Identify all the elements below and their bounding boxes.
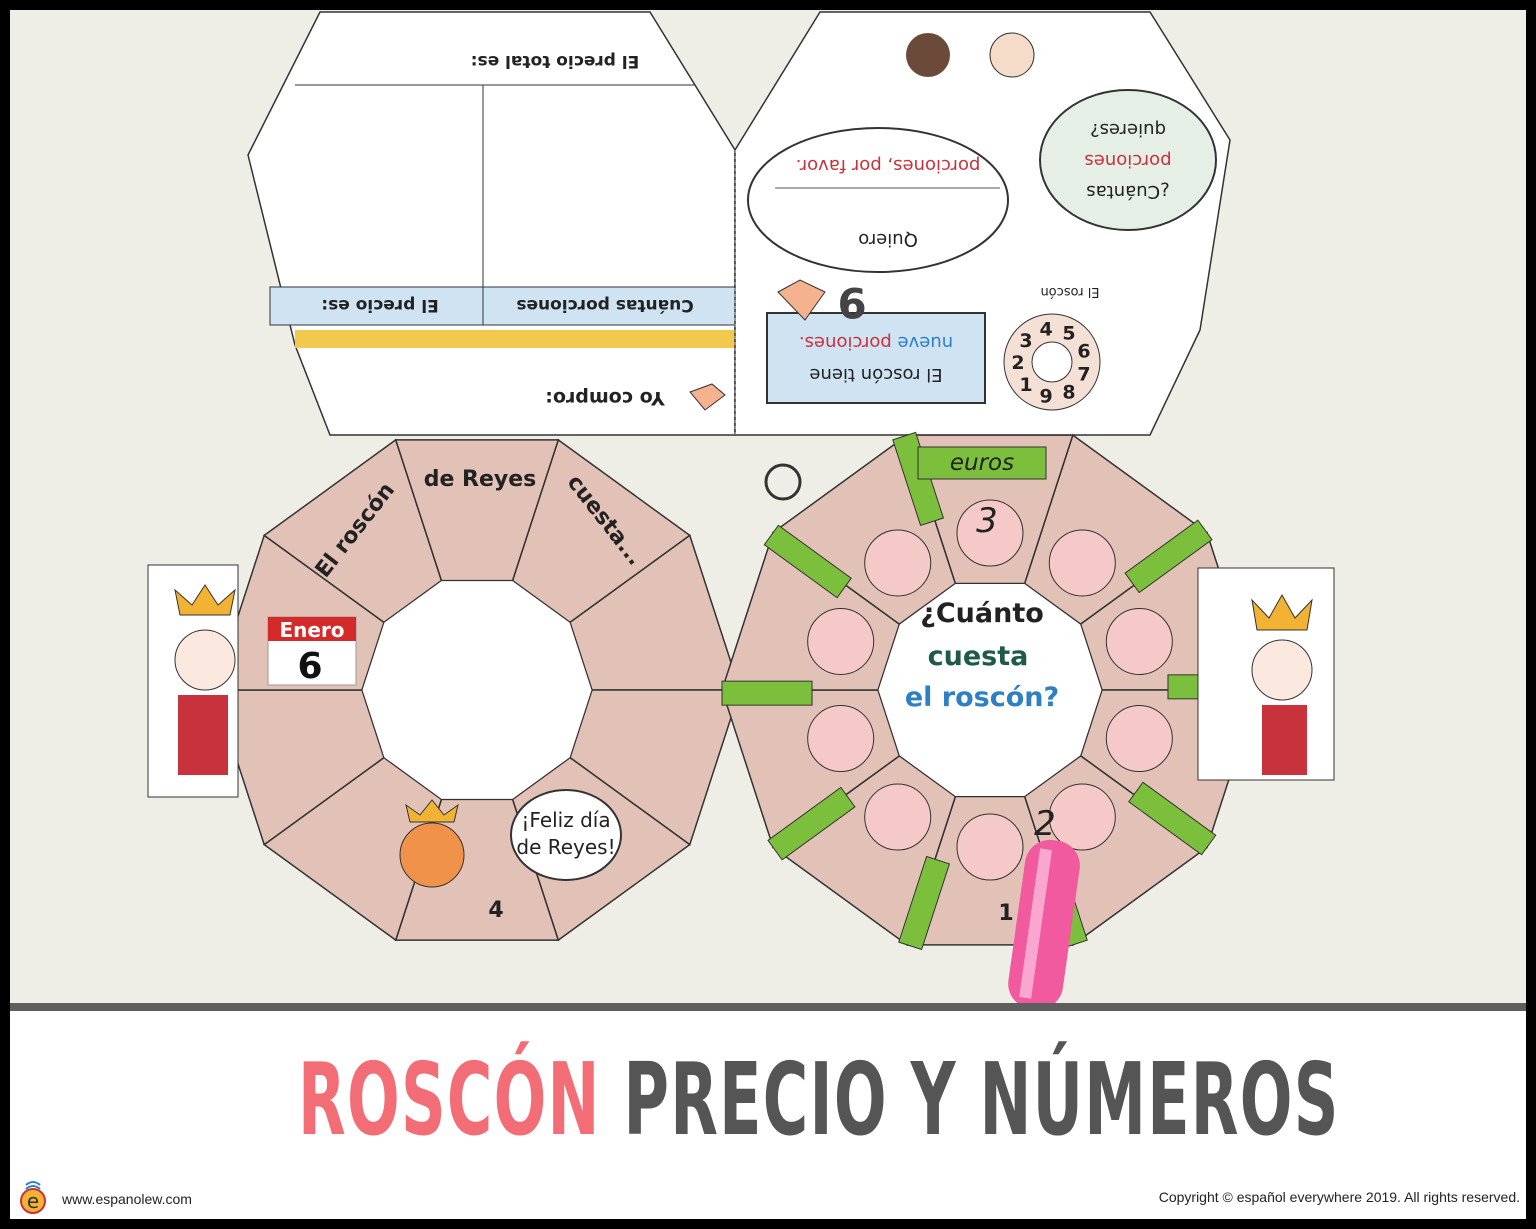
wheel-number: 4 [1039,319,1052,341]
website-link[interactable]: www.espanolew.com [62,1191,192,1207]
wheel-number: 5 [1062,323,1075,345]
wheel-number: 7 [1077,364,1090,386]
number-ball [864,783,932,851]
euro-note [763,524,852,599]
number-bottom: 2 [1034,804,1056,844]
has-line2-b: porciones. [799,332,892,353]
segment-de-reyes: de Reyes [424,467,537,492]
wheel-number: 9 [1039,385,1052,407]
wheel-number: 8 [1062,381,1075,403]
title-banner: ROSCÓN PRECIO Y NÚMEROS e www.espanolew.… [10,1011,1526,1219]
number-ball [807,607,875,675]
cake-slice-icon [777,279,826,321]
roscon-small-label: El roscón [1040,284,1099,299]
i-buy-label: Yo compro: [545,387,665,409]
character-icon [906,33,950,77]
has-line2-a: nueve [898,332,954,353]
number-ball [1048,783,1116,851]
copyright-text: Copyright © español everywhere 2019. All… [1158,1189,1520,1205]
wheel-number: 6 [1077,340,1090,362]
has-line1: El roscón tiene [809,364,942,385]
euro-note [721,680,813,706]
number-ball [1105,607,1173,675]
calendar-month: Enero [279,618,344,642]
page-number-4: 4 [488,898,503,923]
euros-banner [917,446,1047,480]
wheel-number: 3 [1019,330,1032,352]
calendar-icon: Enero 6 [267,616,357,687]
number-ball [807,705,875,773]
wheel-number: 1 [1019,374,1032,396]
speech-line1: ¡Feliz día [521,808,610,832]
how-many-portions-label: Cuántas porciones [516,295,693,315]
page-title: ROSCÓN PRECIO Y NÚMEROS [298,1041,1338,1158]
number-top: 3 [976,501,998,541]
top-left-panel: El precio total es: Cuántas porciones El… [247,11,736,436]
calendar-day: 6 [297,646,322,687]
number-ball [956,813,1024,881]
crown-icon [174,584,236,616]
center-line2: cuesta [928,641,1029,672]
number-ball [864,529,932,597]
craft-photo: El precio total es: Cuántas porciones El… [10,10,1526,1010]
has-line2: nueve porciones. [799,332,953,353]
top-right-panel: porciones, por favor. Quiero quieres? po… [734,11,1231,436]
big-number: 9 [837,278,866,327]
euros-label: euros [950,450,1014,476]
svg-text:e: e [27,1189,39,1213]
wheel-center [361,580,593,800]
crown-icon [405,799,459,823]
number-ball [1048,529,1116,597]
euro-note [898,855,951,951]
number-ball [1105,705,1173,773]
wheel-center [877,582,1103,798]
speech-bubble [747,127,1009,273]
espanol-everywhere-logo-icon: e [20,1181,46,1214]
want-label: Quiero [858,229,918,250]
page-number-1: 1 [998,901,1013,926]
price-label: El precio es: [321,295,438,315]
euro-note [767,786,856,861]
speech-line2: de Reyes! [516,835,615,859]
left-wheel [212,438,742,942]
total-price-label: El precio total es: [471,51,640,71]
center-line1: ¿Cuánto [920,598,1044,629]
question-bubble [1039,89,1217,231]
center-line3: el roscón? [905,682,1059,713]
title-rest: PRECIO Y NÚMEROS [623,1041,1340,1158]
question-line1: ¿Cuántas [1086,181,1169,202]
title-accent: ROSCÓN [298,1041,601,1158]
euro-note [1124,519,1213,594]
mascot-icon [399,822,465,888]
wheel-number: 2 [1011,352,1024,374]
divider-bar [10,1003,1526,1011]
number-ball [956,499,1024,567]
character-icon [989,32,1035,78]
euro-note [1128,781,1217,856]
crown-icon [1251,593,1313,631]
pink-pen [1008,839,1080,1010]
speech-bubble [510,789,622,881]
portions-please: porciones, por favor. [796,155,981,176]
question-line2: porciones [1084,150,1171,171]
question-line3: quieres? [1090,119,1166,140]
cake-slice-icon [689,383,726,411]
hole-marker [764,463,802,501]
